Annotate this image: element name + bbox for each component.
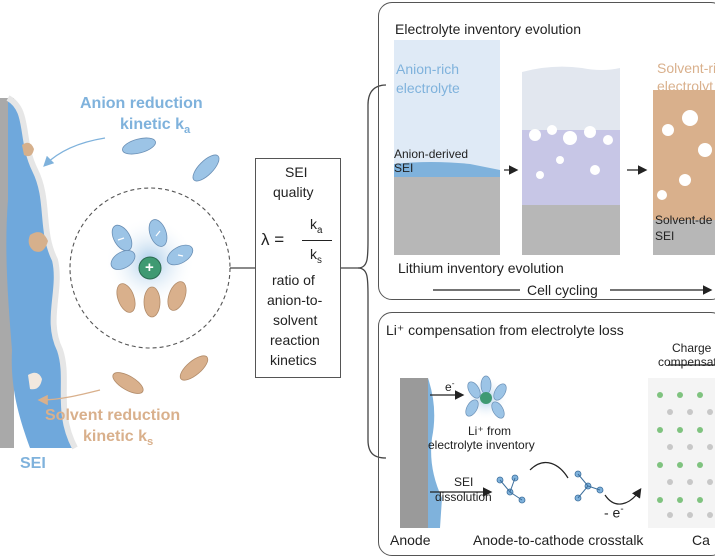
bottom-panel-title: Li⁺ compensation from electrolyte loss	[386, 322, 624, 338]
solvent-sei-line2: SEI	[655, 229, 675, 243]
minus-e-sup: -	[620, 504, 624, 515]
solvent-rich-line2: electrolyt	[657, 78, 714, 94]
solvent-kinetic-label: kinetic ks	[83, 428, 154, 449]
top-panel-title: Electrolyte inventory evolution	[395, 21, 581, 37]
anion-reduction-label: Anion reduction	[80, 95, 203, 112]
minus-signs	[117, 230, 184, 257]
bottom-panel-graphics	[400, 364, 715, 528]
numerator: ka	[310, 216, 323, 236]
anion-rich-line1: Anion-rich	[396, 61, 460, 77]
anion-sei-line2: SEI	[394, 161, 414, 175]
desc1: ratio of	[272, 272, 315, 288]
li-from-label: Li⁺ from	[468, 424, 512, 438]
inventory-label: electrolyte inventory	[428, 438, 535, 452]
sei-diss-line2: dissolution	[435, 490, 492, 504]
electron-sup: -	[451, 378, 455, 388]
sei-strip	[0, 95, 78, 450]
bracket-left	[230, 84, 387, 459]
electron-label: e-	[445, 378, 455, 394]
solvent-rich-line1: Solvent-ri	[657, 60, 715, 76]
desc5: kinetics	[270, 352, 317, 368]
solvent-reduction-label: Solvent reduction	[45, 407, 181, 424]
top-panel	[378, 2, 715, 300]
center-line2: quality	[273, 184, 314, 200]
top-panel-graphics	[394, 40, 715, 295]
charge-line2: compensation	[658, 355, 715, 369]
anion-kinetic-label: kinetic ka	[120, 116, 191, 137]
center-line1: SEI	[285, 164, 308, 180]
anode-label: Anode	[390, 532, 431, 548]
sei-label: SEI	[20, 455, 46, 472]
numerator-sub: a	[317, 224, 323, 236]
solvent-sei-line1: Solvent-de	[655, 213, 713, 227]
anion-rich-line2: electrolyte	[396, 80, 460, 96]
solvent-kinetic-sub: s	[147, 436, 154, 449]
denominator-sub: s	[317, 254, 322, 266]
minus-e-label: - e-	[604, 504, 624, 521]
charge-line1: Charge	[672, 341, 712, 355]
solvent-arrow	[37, 389, 101, 406]
cathode-label: Ca	[692, 532, 710, 548]
desc2: anion-to-	[267, 292, 323, 308]
sei-diss-line1: SEI	[454, 475, 474, 489]
fraction-bar	[302, 240, 332, 242]
cation-symbol: +	[145, 259, 154, 276]
solvent-ellipses	[112, 281, 209, 394]
lithium-title: Lithium inventory evolution	[398, 260, 564, 276]
lambda-eq: λ =	[261, 230, 285, 249]
desc3: solvent	[273, 312, 318, 328]
cation-circle	[138, 256, 162, 280]
desc4: reaction	[270, 332, 320, 348]
bottom-panel	[378, 312, 715, 556]
center-box	[255, 158, 341, 378]
anion-kinetic-sub: a	[184, 124, 191, 137]
anion-sei-line1: Anion-derived	[394, 147, 469, 161]
crosstalk-label: Anode-to-cathode crosstalk	[473, 532, 644, 548]
anion-arrow	[43, 137, 106, 167]
denominator: ks	[310, 246, 322, 266]
cycling-label: Cell cycling	[527, 282, 598, 298]
